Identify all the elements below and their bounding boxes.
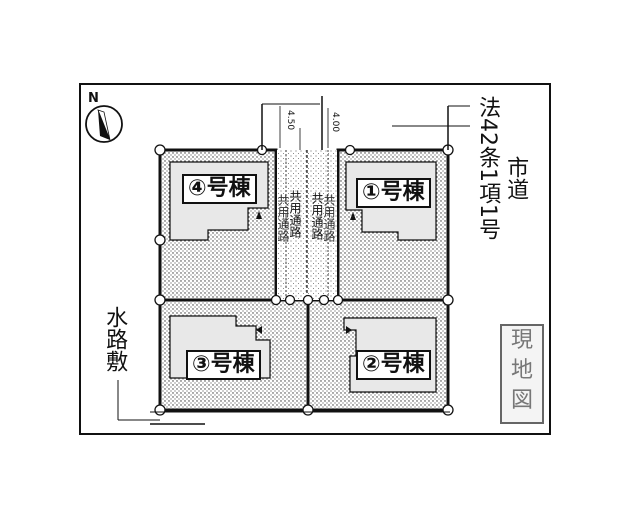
entrance-marker-2: [346, 326, 352, 334]
stamp-char-2: 地: [510, 358, 533, 383]
shared-road-label-2: 共用通路: [310, 192, 324, 240]
drawing-frame: [79, 83, 551, 435]
stamp-char-1: 現: [510, 328, 533, 353]
shared-road-label-3: 共用通路: [276, 194, 290, 242]
entrance-marker-1: [350, 212, 356, 220]
lot-3-label: ③号棟: [186, 350, 261, 380]
stamp-char-3: 図: [510, 388, 533, 413]
site-map-stamp: 現 地 図: [500, 324, 544, 424]
dimension-right: 4.00: [330, 112, 340, 133]
north-label: N: [88, 91, 99, 106]
road-right-law-label: 法42条1項1号: [475, 96, 501, 240]
lot-1-label: ①号棟: [356, 178, 431, 208]
lot-4-label: ④号棟: [182, 174, 257, 204]
shared-road-label-4: 共用通路: [322, 194, 336, 242]
boundary-markers: [154, 144, 454, 416]
north-arrow-icon: N: [85, 91, 123, 143]
lot-2-label: ②号棟: [356, 350, 431, 380]
entrance-marker-3: [256, 326, 262, 334]
waterway-label: 水路敷: [102, 306, 128, 372]
dimension-left: 4.50: [285, 110, 295, 131]
road-right-city-label: 市道: [503, 156, 529, 200]
shared-road-label-1: 共用通路: [288, 190, 302, 238]
entrance-marker-4: [256, 211, 262, 219]
